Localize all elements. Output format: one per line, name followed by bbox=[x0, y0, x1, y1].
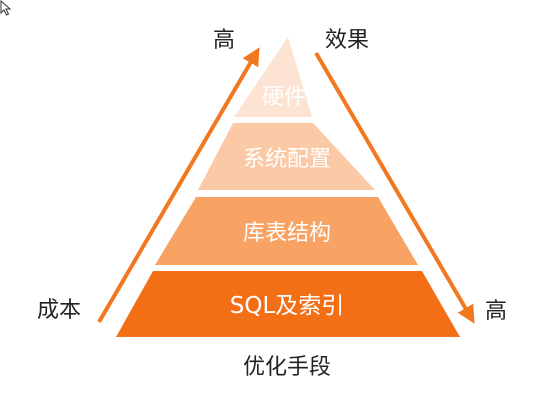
left-top-label: 高 bbox=[213, 28, 235, 53]
pyramid-tier-table-structure bbox=[155, 197, 418, 265]
right-arrow bbox=[314, 51, 475, 324]
mouse-pointer-icon bbox=[0, 0, 12, 16]
tier-label-hardware: 硬件 bbox=[262, 85, 306, 110]
tier-label-sql-index: SQL及索引 bbox=[230, 293, 345, 319]
pyramid-tier-sql-index bbox=[116, 271, 460, 337]
pyramid-tier-hardware bbox=[234, 37, 312, 117]
tier-label-system-config: 系统配置 bbox=[243, 147, 331, 172]
right-bottom-label: 高 bbox=[485, 299, 507, 324]
left-arrow bbox=[97, 47, 260, 324]
pyramid-tier-system-config bbox=[198, 123, 375, 190]
footer-label: 优化手段 bbox=[243, 355, 331, 380]
right-top-label: 效果 bbox=[325, 28, 369, 53]
tier-label-table-structure: 库表结构 bbox=[243, 221, 331, 246]
left-bottom-label: 成本 bbox=[37, 298, 81, 323]
